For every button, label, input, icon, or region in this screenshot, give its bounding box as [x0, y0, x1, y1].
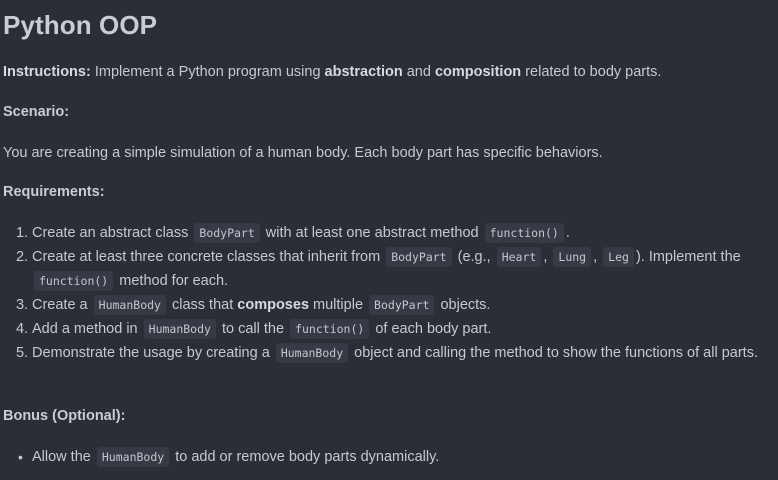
list-marker: 1.	[16, 225, 29, 241]
list-text: (e.g.,	[453, 249, 495, 265]
list-text: object and calling the method to show th…	[350, 345, 758, 361]
scenario-heading: Scenario:	[3, 104, 70, 120]
list-text: with at least one abstract method	[261, 225, 483, 241]
list-text: Allow the	[32, 449, 95, 465]
list-keyword: composes	[237, 297, 310, 313]
inline-code: BodyPart	[386, 247, 452, 267]
inline-code: Lung	[553, 247, 592, 267]
inline-code: Leg	[603, 247, 634, 267]
instructions-label: Instructions:	[3, 64, 91, 80]
bullet-marker: •	[18, 449, 23, 465]
inline-code: function()	[34, 271, 114, 291]
instructions-text: and	[402, 64, 435, 80]
list-text: Create a	[32, 297, 92, 313]
inline-code: BodyPart	[194, 223, 260, 243]
list-item: 2.Create at least three concrete classes…	[3, 245, 777, 293]
list-text: Add a method in	[32, 321, 142, 337]
inline-code: HumanBody	[275, 343, 349, 363]
inline-code: function()	[484, 223, 564, 243]
inline-code: HumanBody	[96, 447, 170, 467]
bonus-heading: Bonus (Optional):	[3, 408, 126, 424]
list-text: of each body part.	[371, 321, 492, 337]
requirements-list: 1.Create an abstract class BodyPart with…	[3, 221, 777, 365]
list-marker: 2.	[16, 249, 29, 265]
instructions-keyword: abstraction	[324, 64, 403, 80]
list-text: class that	[167, 297, 238, 313]
list-text: Create an abstract class	[32, 225, 193, 241]
list-text: to add or remove body parts dynamically.	[171, 449, 440, 465]
requirements-heading: Requirements:	[3, 184, 105, 200]
list-item: 5.Demonstrate the usage by creating a Hu…	[3, 341, 777, 365]
list-item: 1.Create an abstract class BodyPart with…	[3, 221, 777, 245]
list-item: 3.Create a HumanBody class that composes…	[3, 293, 777, 317]
list-text: ,	[543, 249, 552, 265]
page-title: Python OOP	[3, 10, 158, 40]
inline-code: HumanBody	[93, 295, 166, 315]
list-text: multiple	[309, 297, 368, 313]
list-text: Create at least three concrete classes t…	[32, 249, 385, 265]
list-text: ). Implement the	[635, 249, 741, 265]
list-marker: 5.	[16, 345, 29, 361]
list-text: Demonstrate the usage by creating a	[32, 345, 274, 361]
instructions-text: Implement a Python program using	[90, 64, 325, 80]
bonus-list: • Allow the HumanBody to add or remove bo…	[3, 445, 777, 469]
inline-code: function()	[290, 319, 370, 339]
inline-code: HumanBody	[143, 319, 216, 339]
instructions-paragraph: Instructions: Implement a Python program…	[3, 64, 661, 80]
instructions-keyword: composition	[434, 64, 522, 80]
list-text: .	[565, 225, 570, 241]
list-text: method for each.	[115, 273, 229, 289]
list-item: • Allow the HumanBody to add or remove bo…	[3, 445, 777, 469]
list-item: 4.Add a method in HumanBody to call the …	[3, 317, 777, 341]
inline-code: BodyPart	[369, 295, 435, 315]
list-text: ,	[593, 249, 602, 265]
scenario-text: You are creating a simple simulation of …	[3, 145, 603, 161]
list-text: to call the	[217, 321, 289, 337]
list-marker: 4.	[16, 321, 29, 337]
inline-code: Heart	[496, 247, 542, 267]
list-marker: 3.	[16, 297, 29, 313]
instructions-text: related to body parts.	[521, 64, 662, 80]
list-text: objects.	[436, 297, 491, 313]
